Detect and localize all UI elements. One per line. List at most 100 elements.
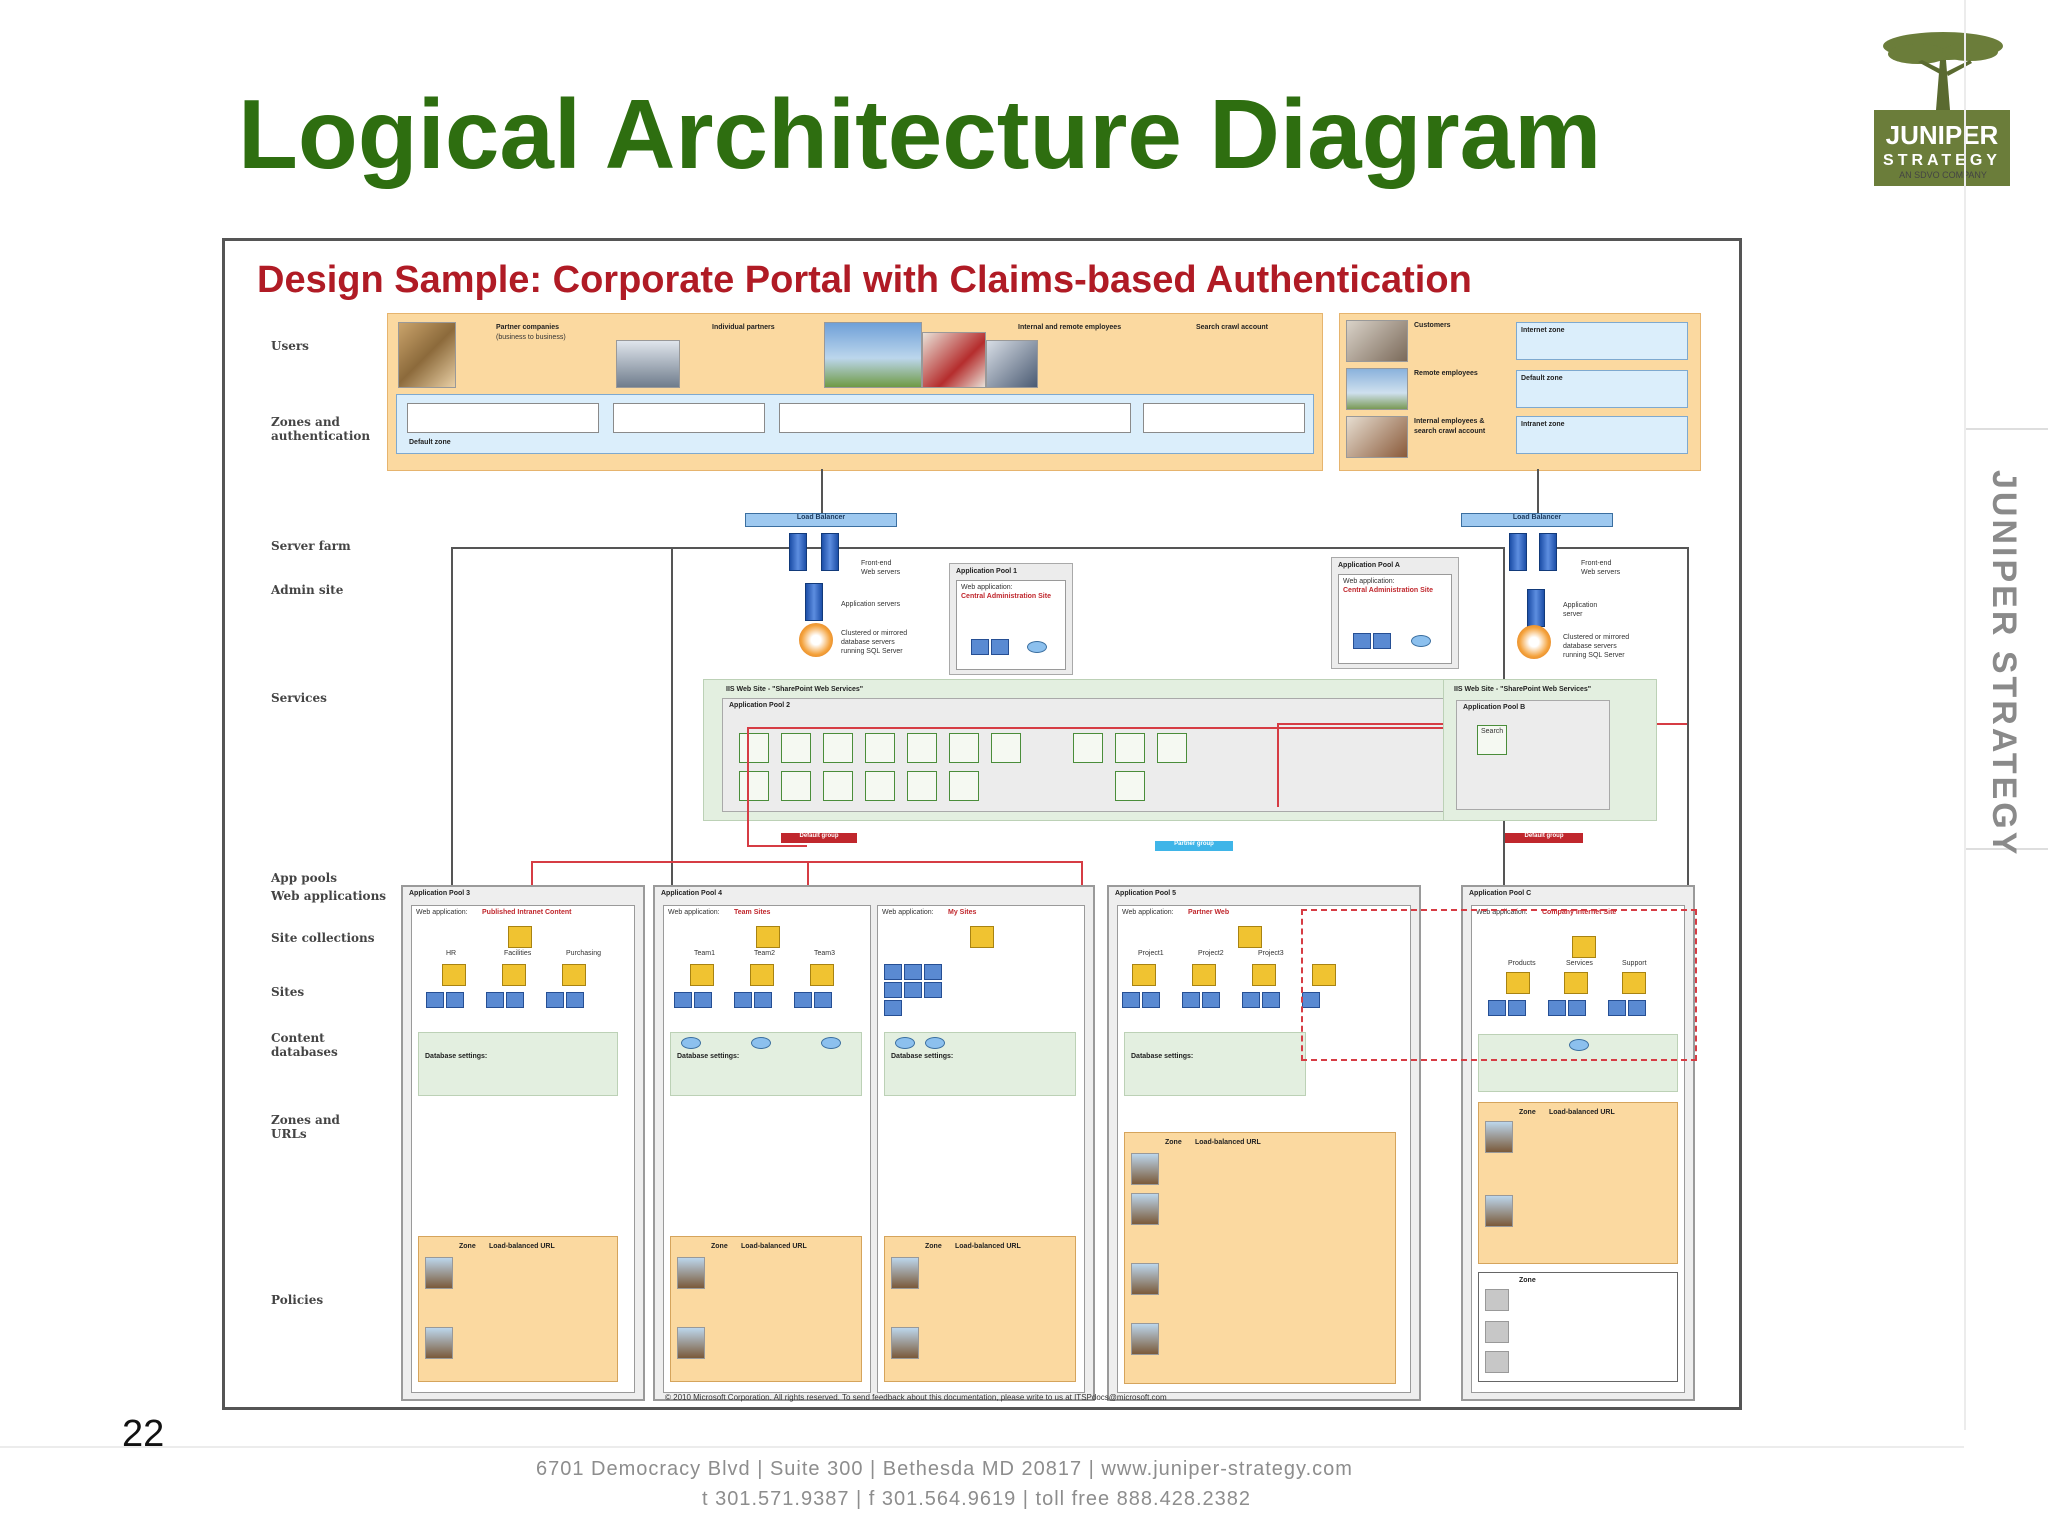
internet-zone-label: Internet zone	[1521, 327, 1565, 334]
services-left-iis-site: IIS Web Site - "SharePoint Web Services"…	[703, 679, 1493, 821]
logo-word-strategy: STRATEGY	[1883, 152, 2001, 169]
web-app-prefix: Web application:	[1476, 909, 1528, 916]
pool-connector-red-1	[531, 861, 533, 885]
site-collection-icon	[1572, 936, 1596, 958]
services-right-iis-label: IIS Web Site - "SharePoint Web Services"	[1454, 686, 1592, 693]
site-collection-icon	[756, 926, 780, 948]
app-server-icon-left	[805, 583, 823, 621]
farm-right-top-rule	[1553, 547, 1687, 549]
site-icon	[1252, 964, 1276, 986]
pool-connector-red-2	[807, 861, 809, 885]
site-icon	[1312, 964, 1336, 986]
employees-photo-1	[824, 322, 922, 388]
web-app-partner-web: Web application: Partner Web Project1 Pr…	[1117, 905, 1411, 1393]
service-app-icon	[865, 733, 895, 763]
partner-group-badge: Partner group	[1155, 841, 1233, 851]
app-pool-3: Application Pool 3 Web application: Publ…	[401, 885, 645, 1401]
site-collection-icon	[508, 926, 532, 948]
policy-box: Zone Load-balanced URL	[884, 1236, 1076, 1382]
service-app-icon	[739, 771, 769, 801]
site-icon	[1242, 992, 1260, 1008]
site-icon	[1548, 1000, 1566, 1016]
services-left-iis-label: IIS Web Site - "SharePoint Web Services"	[726, 686, 864, 693]
row-label-admin-site: Admin site	[271, 583, 344, 597]
policies-box: Zone	[1478, 1272, 1678, 1382]
user-icon	[1485, 1195, 1513, 1227]
search-service-label: Search	[1481, 728, 1504, 735]
left-zones-box: Default zone	[396, 394, 1314, 454]
user-icon	[1131, 1263, 1159, 1295]
site-icon	[1262, 992, 1280, 1008]
users-zones-left-panel: Partner companies (business to business)…	[387, 313, 1323, 471]
db-settings-label: Database settings:	[677, 1053, 740, 1060]
site-icon	[924, 964, 942, 980]
frontend-server-icon-2	[821, 533, 839, 571]
service-app-icon	[781, 771, 811, 801]
internal-employees-photo	[1346, 416, 1408, 458]
content-db-box: Database settings:	[670, 1032, 862, 1096]
site-icon	[734, 992, 752, 1008]
architecture-diagram: Design Sample: Corporate Portal with Cla…	[222, 238, 1742, 1410]
content-db-box: Database settings:	[1124, 1032, 1306, 1096]
app-pool-5-label: Application Pool 5	[1115, 890, 1177, 897]
left-frontend-label: Front-end Web servers	[861, 560, 901, 576]
policy-zone-label: Zone	[1519, 1109, 1536, 1116]
site-icon	[794, 992, 812, 1008]
site-icon	[814, 992, 832, 1008]
right-app-server-label: Application server	[1563, 602, 1598, 618]
row-label-services: Services	[271, 691, 327, 705]
user-icon	[677, 1327, 705, 1359]
service-app-icon	[1115, 771, 1145, 801]
user-icon	[425, 1257, 453, 1289]
policy-zone-label: Zone	[1165, 1139, 1182, 1146]
left-app-servers-label: Application servers	[841, 601, 901, 608]
zone-auth-2	[613, 403, 765, 433]
sub-site-label: Support	[1622, 960, 1647, 967]
connector-right-lb	[1537, 469, 1539, 513]
search-crawl-label: Search crawl account	[1196, 324, 1268, 331]
default-group-rule-bottom	[747, 845, 807, 847]
policy-zone-label: Zone	[459, 1243, 476, 1250]
internal-employees-label: Internal employees &	[1414, 418, 1485, 425]
right-admin-pool-label: Application Pool A	[1338, 562, 1400, 569]
db-settings-label: Database settings:	[891, 1053, 954, 1060]
diagram-copyright: © 2010 Microsoft Corporation. All rights…	[665, 1393, 1167, 1402]
site-icon	[904, 982, 922, 998]
logo-tagline: AN SDVO COMPANY	[1899, 170, 1987, 180]
web-app-my-sites: Web application: My Sites Database setti…	[877, 905, 1085, 1393]
zone-auth-3	[779, 403, 1131, 433]
service-app-icon	[1157, 733, 1187, 763]
web-app-name-team-sites: Team Sites	[734, 909, 771, 916]
policy-zone-label: Zone	[1519, 1277, 1536, 1284]
internal-employees-label-2: search crawl account	[1414, 428, 1486, 435]
side-rule-bottom	[1966, 848, 2048, 850]
service-app-icon	[1115, 733, 1145, 763]
search-service-icon	[1477, 725, 1507, 755]
policy-zone-label: Zone	[925, 1243, 942, 1250]
sub-site-label: HR	[446, 950, 457, 957]
web-app-prefix: Web application:	[882, 909, 934, 916]
service-app-icon	[823, 771, 853, 801]
services-right-pool: Application Pool B Search	[1456, 700, 1610, 810]
slide-title: Logical Architecture Diagram	[238, 79, 1602, 189]
diagram-title: Design Sample: Corporate Portal with Cla…	[257, 259, 1472, 301]
partner-companies-sub: (business to business)	[496, 334, 566, 341]
sub-site-label: Products	[1508, 960, 1536, 967]
left-sql-label: Clustered or mirrored database servers r…	[841, 630, 908, 655]
default-group-badge-left: Default group	[781, 833, 857, 843]
site-icon	[1508, 1000, 1526, 1016]
site-icon	[1622, 972, 1646, 994]
site-icon	[810, 964, 834, 986]
right-admin-web-app: Web application: Central Administration …	[1338, 574, 1452, 664]
site-icon	[694, 992, 712, 1008]
remote-employees-photo	[1346, 368, 1408, 410]
default-group-rule-left	[747, 727, 749, 847]
app-pool-4: Application Pool 4 Web application: Team…	[653, 885, 1095, 1401]
content-db-box: Database settings:	[884, 1032, 1076, 1096]
site-icon	[1122, 992, 1140, 1008]
policy-lb-label: Load-balanced URL	[489, 1243, 555, 1250]
left-admin-site-label: Central Administration Site	[961, 593, 1051, 600]
zone-auth-4	[1143, 403, 1305, 433]
row-label-site-collections: Site collections	[271, 931, 375, 945]
left-admin-pool-box: Application Pool 1 Web application: Cent…	[949, 563, 1073, 675]
